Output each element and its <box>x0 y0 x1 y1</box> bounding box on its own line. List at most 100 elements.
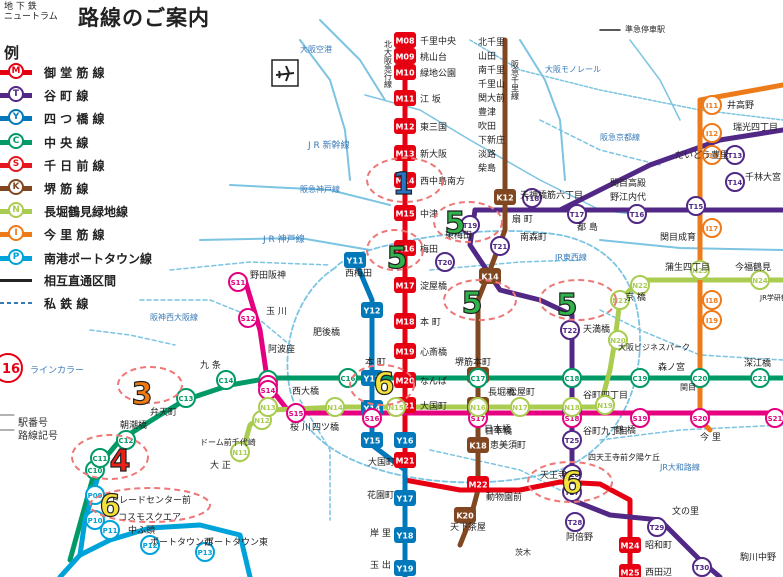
station-name: 京 橋 <box>625 291 646 303</box>
station-name: 中津 <box>420 208 438 220</box>
jr-line <box>199 237 371 251</box>
private-line <box>539 119 661 166</box>
station-marker <box>394 343 416 359</box>
station-marker <box>338 368 358 388</box>
station-code: N13 <box>260 404 276 412</box>
rail-label: 大阪モノレール <box>545 64 601 74</box>
station-name: 桜 川 <box>290 421 311 433</box>
station-code: C13 <box>179 395 194 403</box>
station-code: N14 <box>327 404 343 412</box>
legend-line-name: 中 央 線 <box>44 135 89 150</box>
station-code: K14 <box>481 273 499 282</box>
station-code: M25 <box>620 569 640 577</box>
station-code: C20 <box>693 375 708 383</box>
station-marker <box>608 330 628 350</box>
station-code: Y12 <box>363 307 381 316</box>
station-name: 朝潮橋 <box>120 419 147 431</box>
station-code: S14 <box>261 387 276 395</box>
station-name: 阿倍野 <box>566 531 593 543</box>
station-marker <box>228 272 248 292</box>
station-name: 鶴 橋 <box>615 424 636 436</box>
station-name: 扇 町 <box>512 213 533 225</box>
station-marker <box>765 408 783 428</box>
station-name: 吹田 <box>478 120 496 132</box>
station-name: 中ふ頭 <box>128 524 155 536</box>
callout-number: 6 <box>562 466 583 501</box>
station-marker <box>454 507 476 523</box>
private-line <box>429 259 581 271</box>
station-number-key-lines <box>0 414 15 431</box>
station-code: M10 <box>395 69 415 78</box>
station-marker <box>140 535 160 555</box>
station-name: 野田阪神 <box>250 269 286 281</box>
station-name: 蒲生四丁目 <box>665 261 710 273</box>
station-code: I12 <box>706 130 718 138</box>
station-marker <box>394 313 416 329</box>
through-zone-highlight <box>71 434 149 480</box>
station-code: K20 <box>456 512 474 521</box>
callout-number: 1 <box>393 167 414 202</box>
station-code: T21 <box>493 243 508 251</box>
station-code: M17 <box>395 282 414 291</box>
station-code: C21 <box>753 375 768 383</box>
legend-line-symbol: C <box>8 132 24 149</box>
station-marker <box>394 277 416 293</box>
station-code: M19 <box>395 348 415 357</box>
station-code: T20 <box>438 259 453 267</box>
station-name: なんば <box>420 376 447 387</box>
legend-through-label: 相互直通区間 <box>44 274 117 288</box>
station-marker <box>460 215 480 235</box>
through-zone-highlight <box>443 279 517 321</box>
rail-label: J R 新幹線 <box>307 139 350 151</box>
station-name: 井高野 <box>727 99 754 111</box>
station-marker <box>630 368 650 388</box>
jr-line <box>599 239 783 251</box>
station-name: 本 町 <box>420 316 441 328</box>
through-zone-highlight <box>527 461 613 503</box>
station-marker <box>692 557 712 577</box>
rail-label: JR大和路線 <box>659 462 700 472</box>
station-name: 岸 里 <box>370 528 391 539</box>
through-zone-highlight <box>366 157 444 203</box>
line-color-label: ラインカラー <box>30 366 85 376</box>
station-number-key-number: 16 <box>2 362 20 377</box>
station-code: P12 <box>143 542 158 550</box>
station-code: T27 <box>565 489 580 497</box>
station-marker <box>394 452 416 468</box>
through-zone-highlight <box>89 487 211 523</box>
station-marker <box>394 145 416 161</box>
station-marker <box>467 437 489 453</box>
station-code: N12 <box>254 417 270 425</box>
station-code: S16 <box>365 415 380 423</box>
legend-private-swatch <box>0 302 32 304</box>
legend-line-name: 南港ポートタウン線 <box>44 251 153 266</box>
station-code: N23 <box>692 267 708 275</box>
legend-line-name: 今 里 筋 線 <box>44 228 105 243</box>
station-marker <box>522 188 542 208</box>
legend-line-name: 堺 筋 線 <box>44 182 89 196</box>
station-name: 恵美須町 <box>490 439 526 451</box>
legend-line-symbol: T <box>8 86 24 103</box>
station-code: M12 <box>395 123 414 132</box>
private-line <box>599 424 783 441</box>
station-code: S15 <box>289 410 304 418</box>
station-code: I18 <box>706 297 718 305</box>
station-marker <box>725 145 745 165</box>
station-code: T19 <box>463 222 478 230</box>
station-code: Y19 <box>396 565 414 574</box>
private-line <box>599 309 783 361</box>
airplane-icon-glyph <box>275 65 295 82</box>
legend-line-name: 四 つ 橋 線 <box>44 112 105 127</box>
private-line <box>429 449 581 501</box>
station-marker <box>690 408 710 428</box>
station-marker <box>562 482 582 502</box>
station-name: 大阪ビジネスパーク <box>618 342 690 352</box>
station-no-label: 駅番号 <box>18 418 48 429</box>
rail-label: 阪神西大阪線 <box>150 312 198 322</box>
private-line <box>139 299 291 346</box>
station-marker <box>230 442 250 462</box>
station-marker <box>565 512 585 532</box>
callout-number: 5 <box>557 288 578 323</box>
station-name: 花園町 <box>367 489 394 501</box>
station-marker <box>216 370 236 390</box>
